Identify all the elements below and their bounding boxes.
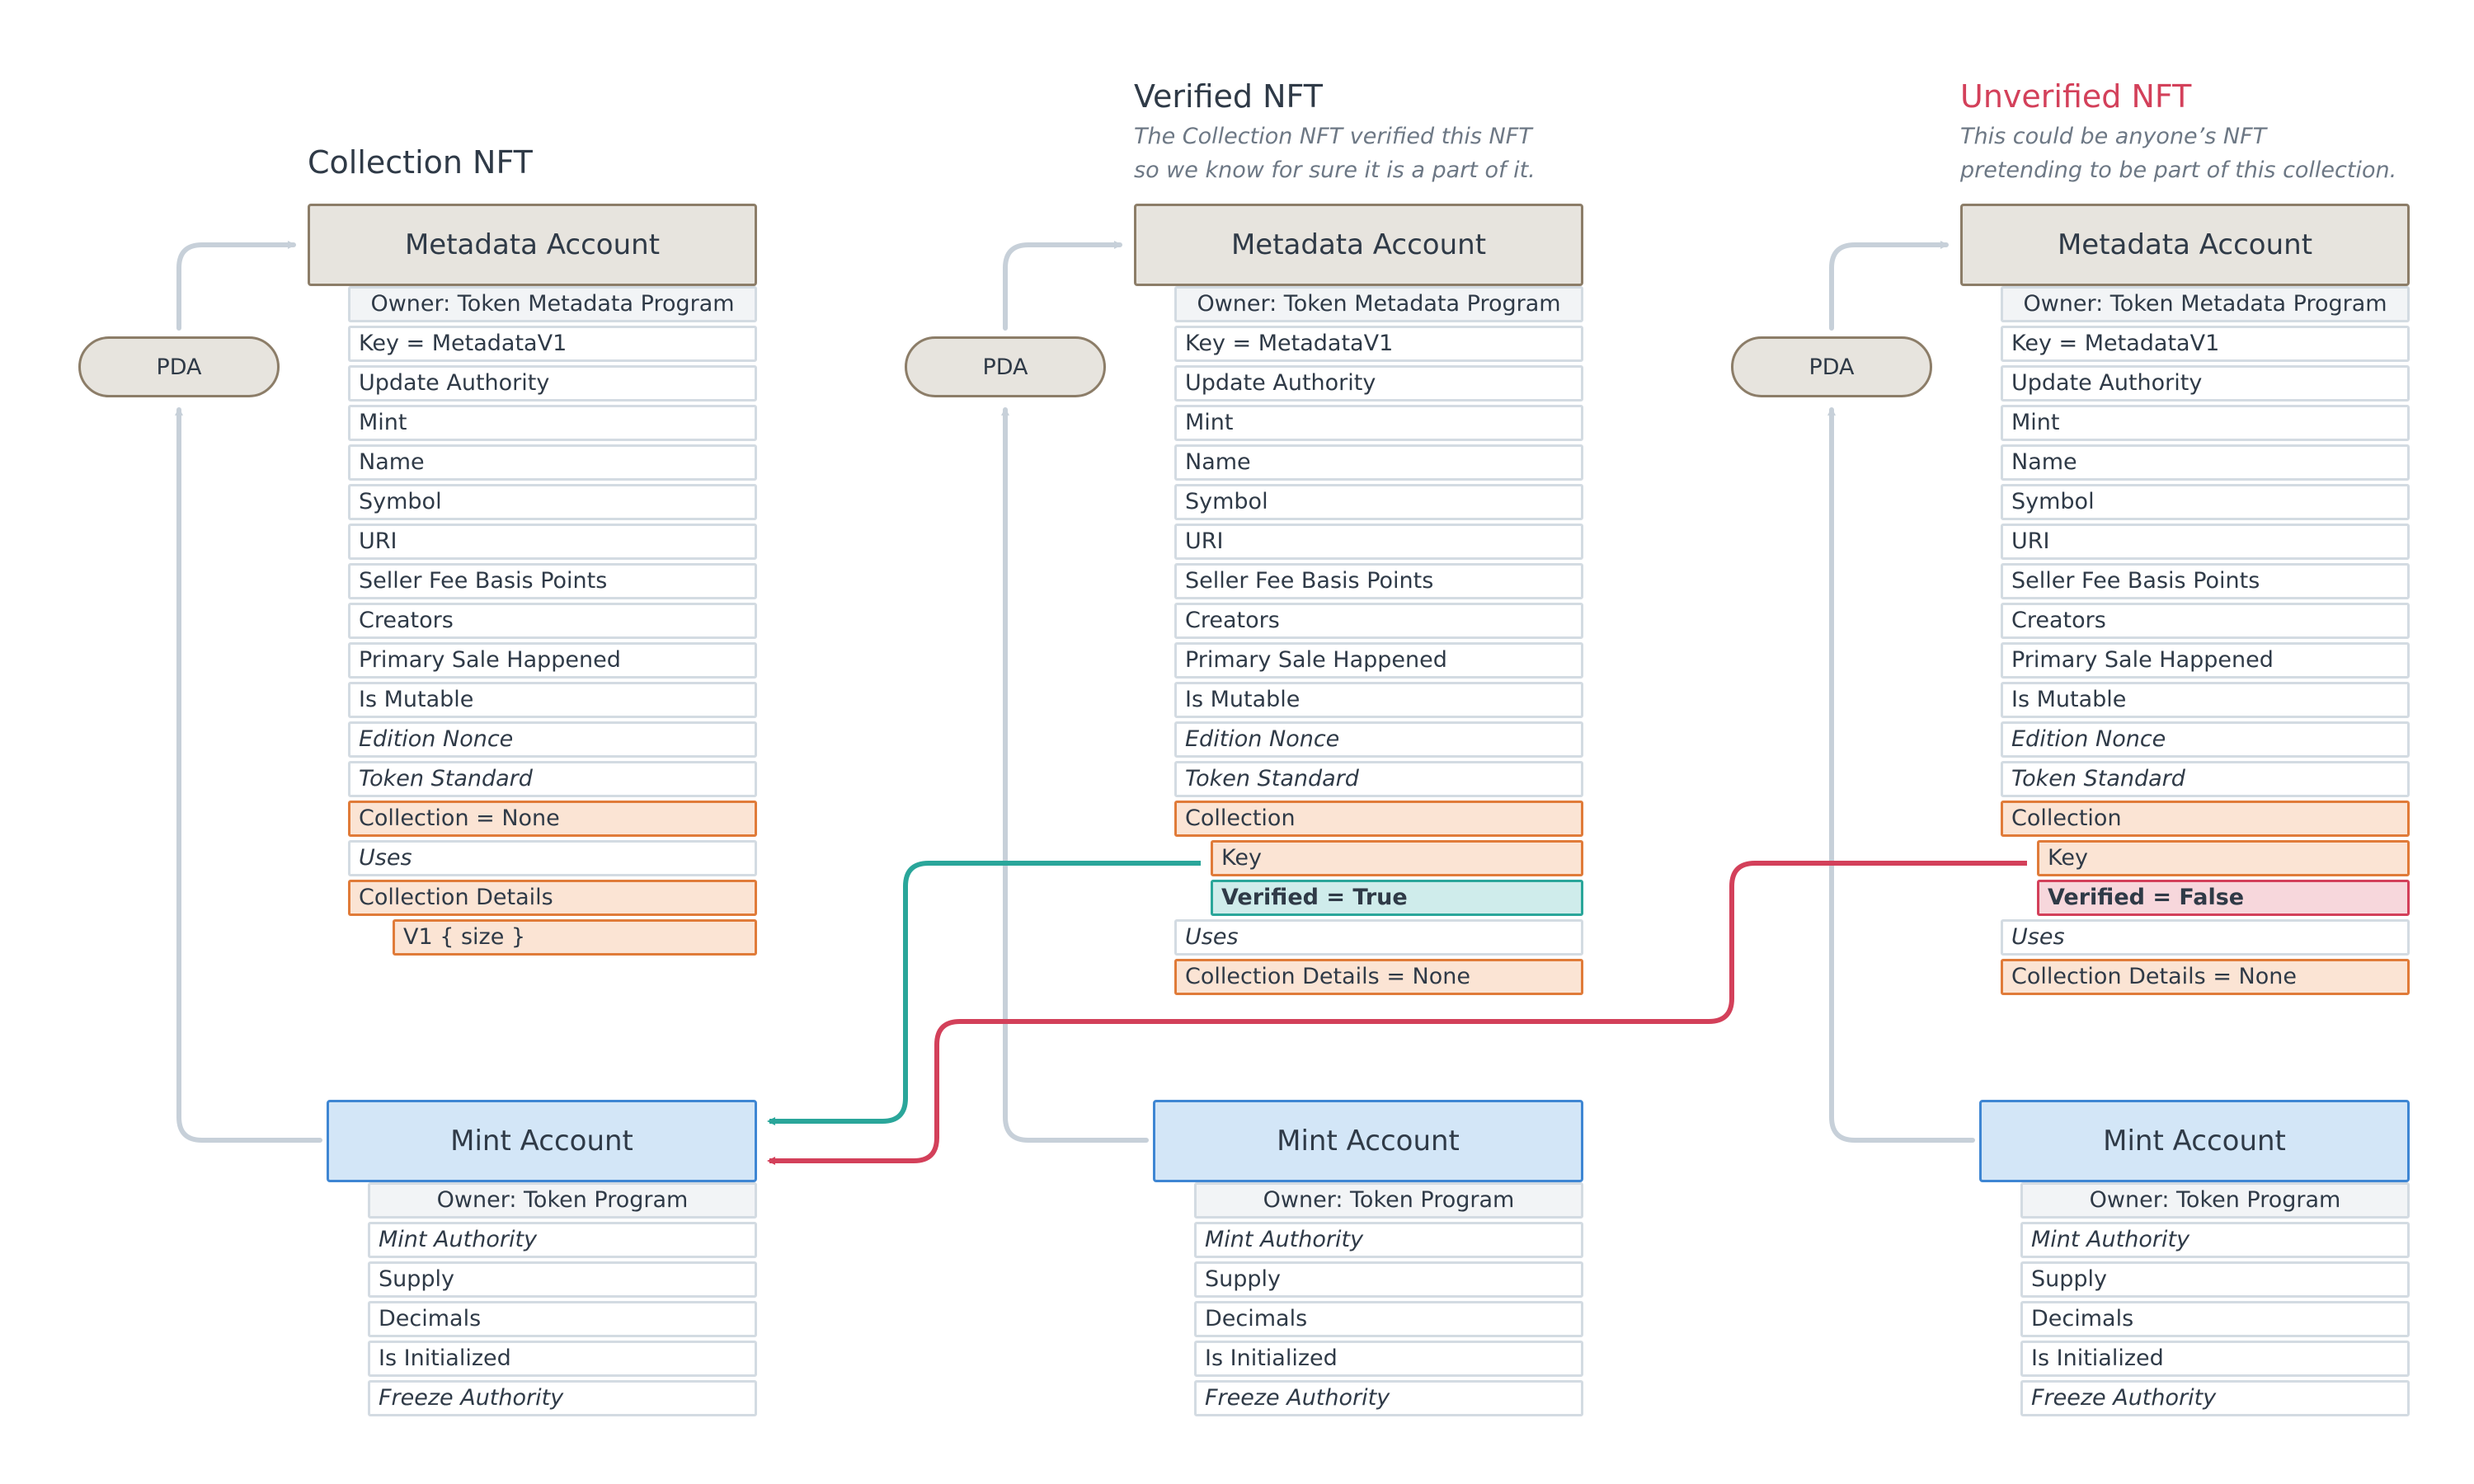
metadata-account-header-verified: Metadata Account [1134,204,1583,286]
field-edition-nonce: Edition Nonce [2001,721,2410,758]
field-mint-authority: Mint Authority [1194,1222,1583,1258]
field-freeze-authority: Freeze Authority [2020,1380,2410,1416]
field-name: Name [348,444,757,481]
field-mint: Mint [2001,405,2410,441]
field-creators: Creators [348,603,757,639]
field-decimals: Decimals [1194,1301,1583,1337]
field-uses: Uses [348,840,757,876]
metadata-account-header-unverified: Metadata Account [1960,204,2410,286]
field-seller-fee-basis-points: Seller Fee Basis Points [1174,563,1583,599]
field-creators: Creators [1174,603,1583,639]
mint-to-pda-arrow-unverified [1827,407,1975,1143]
field-supply: Supply [1194,1261,1583,1298]
field-name: Name [1174,444,1583,481]
field-owner-token-metadata-program: Owner: Token Metadata Program [1174,286,1583,322]
field-edition-nonce: Edition Nonce [1174,721,1583,758]
field-token-standard: Token Standard [348,761,757,797]
field-uses: Uses [1174,919,1583,956]
verified-nft-subtitle-line-1: The Collection NFT verified this NFT [1134,124,1532,149]
field-freeze-authority: Freeze Authority [368,1380,757,1416]
field-is-mutable: Is Mutable [348,682,757,718]
field-primary-sale-happened: Primary Sale Happened [1174,642,1583,679]
field-collection: Collection [2001,801,2410,837]
field-uri: URI [1174,524,1583,560]
field-primary-sale-happened: Primary Sale Happened [2001,642,2410,679]
field-owner-token-program: Owner: Token Program [2020,1182,2410,1219]
field-key: Key [1211,840,1583,876]
field-mint-authority: Mint Authority [2020,1222,2410,1258]
field-update-authority: Update Authority [348,365,757,402]
field-token-standard: Token Standard [2001,761,2410,797]
field-key-metadatav1: Key = MetadataV1 [2001,326,2410,362]
field-symbol: Symbol [2001,484,2410,520]
pda-to-metadata-arrow-verified [1003,241,1122,331]
unverified-nft-subtitle-line-2: pretending to be part of this collection… [1960,157,2397,183]
field-v1-size: V1 { size } [393,919,757,956]
pda-to-metadata-arrow-unverified [1829,241,1949,331]
field-seller-fee-basis-points: Seller Fee Basis Points [348,563,757,599]
field-owner-token-program: Owner: Token Program [1194,1182,1583,1219]
field-verified-false: Verified = False [2037,880,2410,916]
field-uses: Uses [2001,919,2410,956]
field-collection-details-none: Collection Details = None [2001,959,2410,995]
unverified-key-link [767,861,2027,1165]
field-collection-details-none: Collection Details = None [1174,959,1583,995]
field-seller-fee-basis-points: Seller Fee Basis Points [2001,563,2410,599]
field-key-metadatav1: Key = MetadataV1 [1174,326,1583,362]
field-collection-none: Collection = None [348,801,757,837]
verified-nft-title: Verified NFT [1134,78,1323,115]
unverified-nft-subtitle-line-1: This could be anyone’s NFT [1960,124,2267,149]
field-uri: URI [2001,524,2410,560]
mint-account-header-verified: Mint Account [1153,1100,1583,1182]
field-mint: Mint [348,405,757,441]
pda-node-unverified: PDA [1731,336,1932,397]
field-key: Key [2037,840,2410,876]
unverified-nft-title: Unverified NFT [1960,78,2192,115]
field-collection: Collection [1174,801,1583,837]
pda-node-verified: PDA [905,336,1106,397]
field-freeze-authority: Freeze Authority [1194,1380,1583,1416]
field-decimals: Decimals [368,1301,757,1337]
verified-nft-subtitle-line-2: so we know for sure it is a part of it. [1134,157,1536,183]
mint-account-header-unverified: Mint Account [1979,1100,2410,1182]
field-mint-authority: Mint Authority [368,1222,757,1258]
field-is-initialized: Is Initialized [2020,1341,2410,1377]
field-owner-token-metadata-program: Owner: Token Metadata Program [2001,286,2410,322]
field-collection-details: Collection Details [348,880,757,916]
verified-key-link [767,861,1201,1125]
field-name: Name [2001,444,2410,481]
field-update-authority: Update Authority [1174,365,1583,402]
field-owner-token-program: Owner: Token Program [368,1182,757,1219]
field-token-standard: Token Standard [1174,761,1583,797]
field-uri: URI [348,524,757,560]
metadata-account-header-collection: Metadata Account [308,204,757,286]
field-owner-token-metadata-program: Owner: Token Metadata Program [348,286,757,322]
collection-nft-title: Collection NFT [308,144,533,181]
field-symbol: Symbol [1174,484,1583,520]
field-creators: Creators [2001,603,2410,639]
field-key-metadatav1: Key = MetadataV1 [348,326,757,362]
field-verified-true: Verified = True [1211,880,1583,916]
field-is-initialized: Is Initialized [368,1341,757,1377]
pda-node-collection: PDA [78,336,280,397]
field-supply: Supply [368,1261,757,1298]
mint-account-header-collection: Mint Account [327,1100,757,1182]
field-primary-sale-happened: Primary Sale Happened [348,642,757,679]
field-update-authority: Update Authority [2001,365,2410,402]
pda-to-metadata-arrow-collection [176,241,296,331]
field-is-initialized: Is Initialized [1194,1341,1583,1377]
field-supply: Supply [2020,1261,2410,1298]
field-edition-nonce: Edition Nonce [348,721,757,758]
mint-to-pda-arrow-collection [175,407,322,1143]
field-symbol: Symbol [348,484,757,520]
field-is-mutable: Is Mutable [1174,682,1583,718]
field-decimals: Decimals [2020,1301,2410,1337]
field-is-mutable: Is Mutable [2001,682,2410,718]
mint-to-pda-arrow-verified [1001,407,1149,1143]
field-mint: Mint [1174,405,1583,441]
